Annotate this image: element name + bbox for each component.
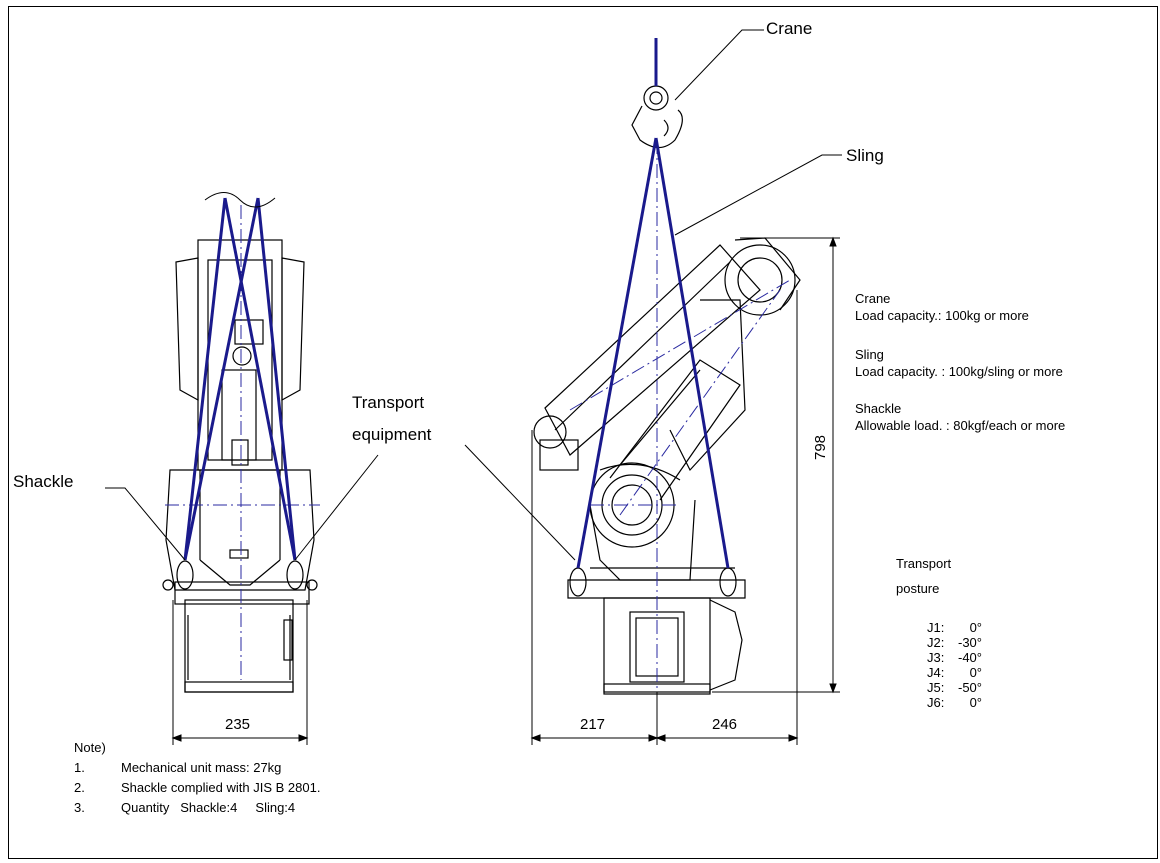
front-width-dimension [171, 600, 309, 745]
dimension-side-left: 217 [580, 716, 606, 733]
joint-row: J5:-50° [927, 680, 982, 695]
spec-crane: Crane Load capacity.: 100kg or more [855, 290, 1029, 324]
dimension-side-right: 246 [712, 716, 738, 733]
posture-title-line1: Transport [896, 556, 952, 571]
notes-heading: Note) [74, 740, 106, 755]
front-view-robot [162, 239, 318, 693]
note-item: 3.Quantity Shackle:4 Sling:4 [74, 800, 296, 815]
notes-block: Note) 1.Mechanical unit mass: 27kg 2.Sha… [74, 738, 320, 818]
spec-sling-title: Sling [855, 347, 884, 362]
shackle-label: Shackle [13, 472, 74, 491]
transport-equipment-label-line2: equipment [352, 425, 432, 444]
spec-crane-title: Crane [855, 291, 891, 306]
side-view-robot [533, 237, 801, 695]
note-item: 1.Mechanical unit mass: 27kg [74, 760, 282, 775]
joint-row: J2:-30° [927, 635, 982, 650]
spec-crane-detail: Load capacity.: 100kg or more [855, 308, 1029, 323]
leader-lines [105, 29, 842, 561]
spec-sling-detail: Load capacity. : 100kg/sling or more [855, 364, 1063, 379]
note-item: 2.Shackle complied with JIS B 2801. [74, 780, 321, 795]
dimension-height: 798 [812, 434, 829, 460]
transport-equipment-label-line1: Transport [352, 393, 425, 412]
sling-break-mark [204, 192, 276, 208]
posture-title-line2: posture [896, 581, 940, 596]
spec-shackle: Shackle Allowable load. : 80kgf/each or … [855, 400, 1065, 434]
spec-shackle-title: Shackle [855, 401, 902, 416]
posture-joint-list: J1:0° J2:-30° J3:-40° J4:0° J5:-50° J6:0… [927, 620, 982, 710]
joint-row: J4:0° [927, 665, 982, 680]
crane-label: Crane [766, 19, 813, 38]
side-width-dimensions [530, 290, 799, 745]
dimension-front-width: 235 [225, 716, 251, 733]
side-slings [576, 137, 730, 569]
height-dimension [712, 236, 840, 694]
spec-sling: Sling Load capacity. : 100kg/sling or mo… [855, 346, 1063, 380]
joint-row: J3:-40° [927, 650, 982, 665]
front-slings [183, 197, 297, 561]
side-centerlines [569, 140, 791, 740]
sling-label: Sling [846, 146, 884, 165]
crane-hook [631, 85, 683, 149]
joint-row: J6:0° [927, 695, 982, 710]
spec-shackle-detail: Allowable load. : 80kgf/each or more [855, 418, 1066, 433]
joint-row: J1:0° [927, 620, 982, 635]
